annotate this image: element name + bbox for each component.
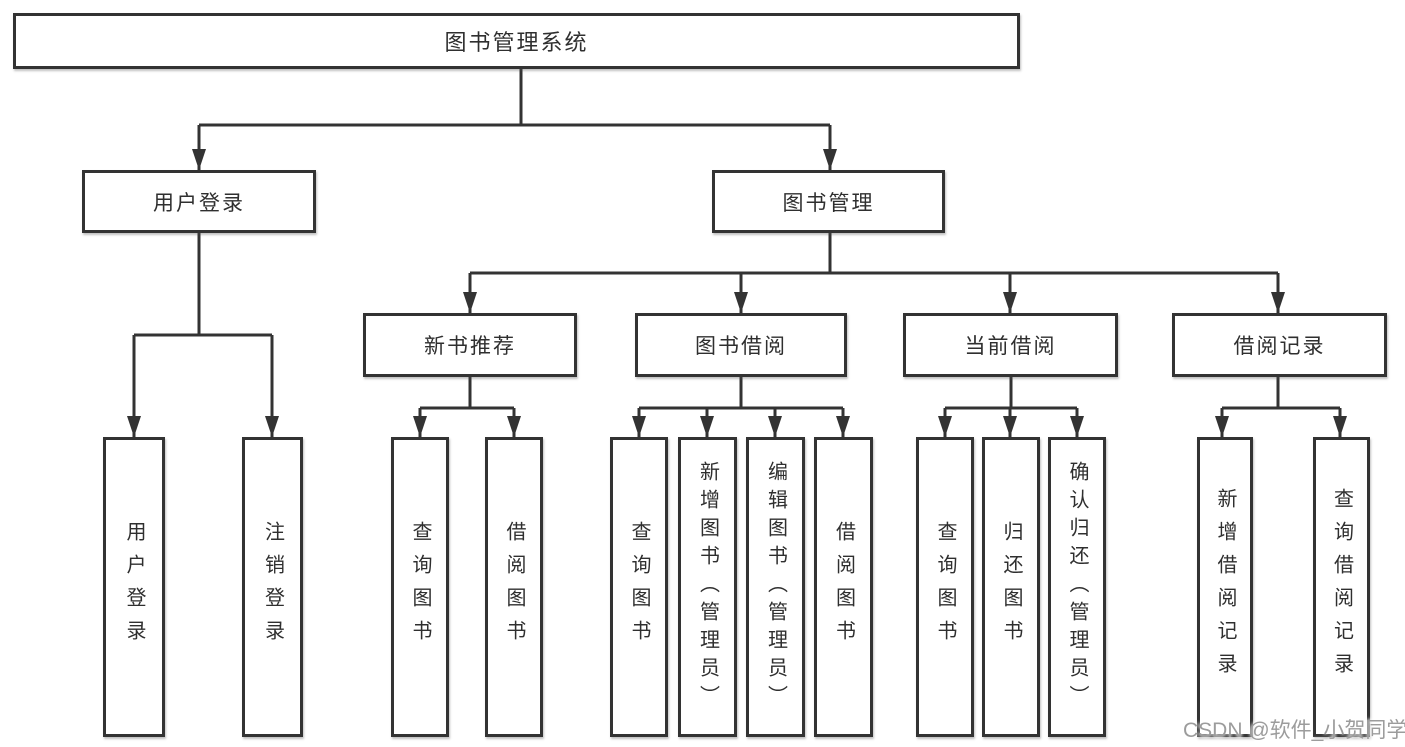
leaf-label: 新增图书（管理员） — [696, 461, 719, 713]
leaf-label: 归还图书 — [1000, 521, 1022, 653]
leaf-label: 查询借阅记录 — [1330, 488, 1353, 686]
leaf-label: 查询图书 — [409, 521, 431, 653]
leaf-label: 查询图书 — [628, 521, 650, 653]
leaf-label: 确认归还（管理员） — [1066, 461, 1088, 713]
leaf-logout: 注销登录 — [242, 437, 303, 737]
leaf-current-confirm-return-admin: 确认归还（管理员） — [1048, 437, 1106, 737]
node-label: 图书管理系统 — [444, 30, 589, 55]
node-label: 图书管理 — [782, 191, 875, 215]
leaf-current-query-books: 查询图书 — [916, 437, 974, 737]
node-borrow-records: 借阅记录 — [1172, 313, 1387, 377]
leaf-borrow-query-books: 查询图书 — [610, 437, 668, 737]
leaf-label: 编辑图书（管理员） — [764, 461, 787, 713]
leaf-borrow-edit-books-admin: 编辑图书（管理员） — [746, 437, 805, 737]
connector-path — [132, 69, 1342, 437]
node-book-management: 图书管理 — [712, 170, 945, 233]
leaf-label: 新增借阅记录 — [1214, 488, 1236, 686]
leaf-label: 借阅图书 — [503, 521, 525, 653]
leaf-records-query-borrow-record: 查询借阅记录 — [1313, 437, 1370, 737]
node-label: 借阅记录 — [1233, 335, 1326, 358]
node-label: 用户登录 — [153, 191, 245, 215]
leaf-borrow-add-books-admin: 新增图书（管理员） — [678, 437, 737, 737]
node-label: 新书推荐 — [424, 335, 516, 358]
node-new-book-recommend: 新书推荐 — [363, 313, 577, 377]
arrowheads — [127, 149, 1347, 437]
node-current-borrowing: 当前借阅 — [903, 313, 1118, 377]
leaf-user-login: 用户登录 — [103, 437, 165, 737]
node-book-borrowing: 图书借阅 — [635, 313, 847, 377]
leaf-records-add-borrow-record: 新增借阅记录 — [1197, 437, 1253, 737]
leaf-newbooks-query-books: 查询图书 — [391, 437, 449, 737]
node-root-system: 图书管理系统 — [13, 13, 1020, 69]
leaf-label: 查询图书 — [934, 521, 956, 653]
csdn-watermark: CSDN @软件_小贺同学 — [1183, 719, 1405, 742]
leaf-borrow-borrow-books: 借阅图书 — [814, 437, 873, 737]
leaf-label: 注销登录 — [261, 521, 284, 653]
leaf-label: 借阅图书 — [832, 521, 855, 653]
node-label: 图书借阅 — [695, 335, 787, 358]
node-user-login: 用户登录 — [82, 170, 316, 233]
leaf-current-return-books: 归还图书 — [982, 437, 1040, 737]
leaf-label: 用户登录 — [123, 521, 145, 653]
leaf-newbooks-borrow-books: 借阅图书 — [485, 437, 543, 737]
node-label: 当前借阅 — [964, 335, 1057, 358]
